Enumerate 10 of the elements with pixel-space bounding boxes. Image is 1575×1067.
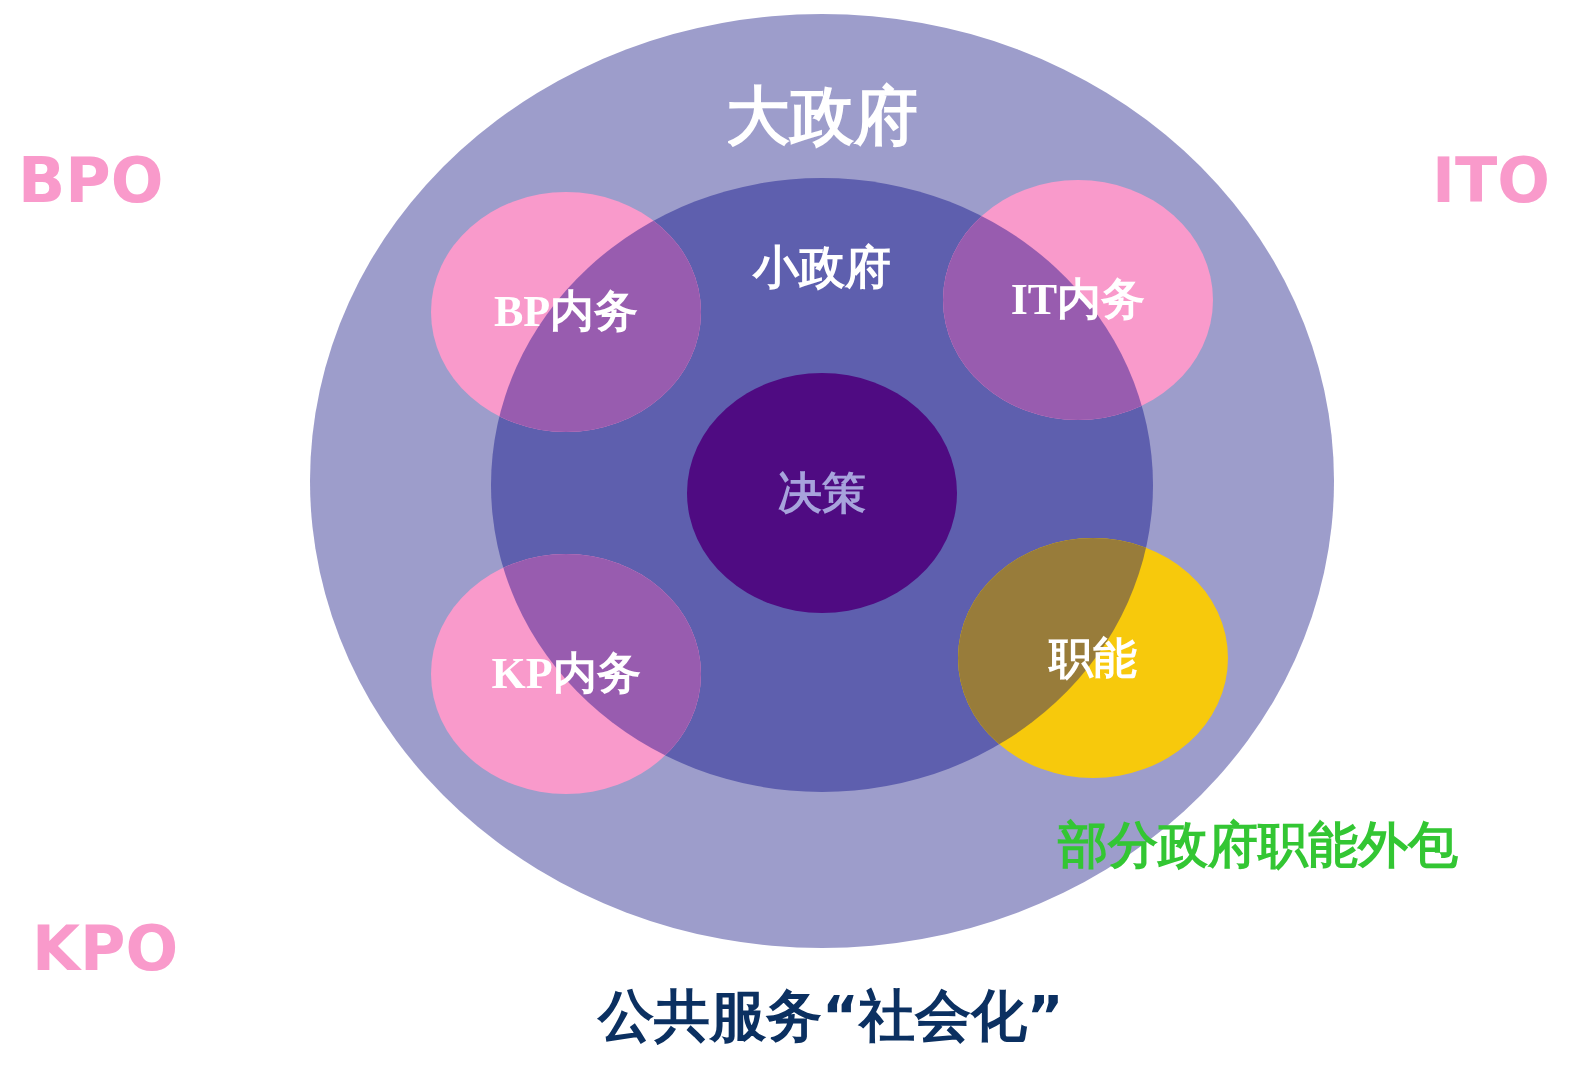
category-label: BPO	[18, 150, 164, 212]
ellipse-label: 小政府	[753, 244, 891, 290]
ellipse-label: KP内务	[491, 652, 641, 696]
caption: 公共服务“社会化”	[598, 988, 1064, 1044]
ellipse-label: 职能	[1049, 636, 1137, 680]
ellipse-label: 大政府	[726, 84, 918, 148]
ellipse-label: 决策	[778, 471, 866, 515]
category-label: ITO	[1432, 150, 1551, 212]
ellipse-label: BP内务	[493, 290, 639, 334]
category-label: KPO	[32, 918, 179, 980]
